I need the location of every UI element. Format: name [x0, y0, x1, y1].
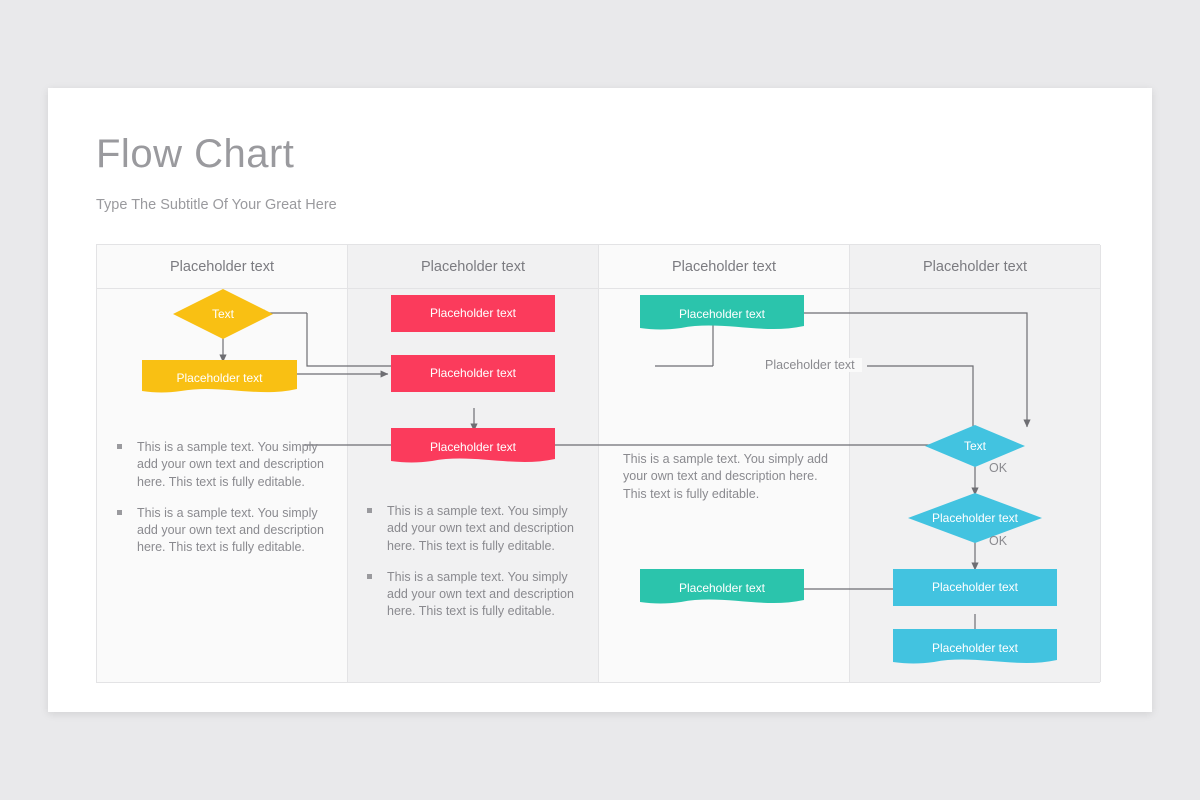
process-red-1[interactable]: Placeholder text — [391, 295, 555, 332]
decision-start[interactable]: Text — [173, 289, 273, 339]
bullet-text: This is a sample text. You simply add yo… — [137, 505, 324, 555]
column-2-bullets: This is a sample text. You simply add yo… — [365, 503, 581, 621]
bullet-square-icon — [117, 444, 122, 449]
process-blue-1-label: Placeholder text — [931, 580, 1019, 595]
list-item: This is a sample text. You simply add yo… — [365, 569, 581, 621]
page-title: Flow Chart — [96, 132, 295, 176]
process-blue-1[interactable]: Placeholder text — [893, 569, 1057, 606]
process-red-2[interactable]: Placeholder text — [391, 355, 555, 392]
process-teal-top-label: Placeholder text — [678, 306, 766, 321]
list-item: This is a sample text. You simply add yo… — [115, 439, 331, 491]
column-header-4: Placeholder text — [850, 245, 1100, 289]
column-header-2: Placeholder text — [348, 245, 598, 289]
decision-blue-2-label: Placeholder text — [931, 510, 1019, 525]
process-teal-bottom[interactable]: Placeholder text — [640, 569, 804, 607]
bullet-text: This is a sample text. You simply add yo… — [387, 569, 574, 619]
bullet-square-icon — [367, 573, 372, 579]
flow-chart-table: Placeholder text Placeholder text Placeh… — [96, 244, 1101, 683]
process-yellow[interactable]: Placeholder text — [142, 360, 297, 396]
process-teal-bottom-label: Placeholder text — [678, 580, 766, 595]
bullet-square-icon — [367, 508, 372, 513]
paragraph-text: This is a sample text. You simply add yo… — [623, 452, 828, 501]
bullet-square-icon — [117, 509, 122, 515]
diamond-shape — [173, 289, 273, 339]
process-red-3-label: Placeholder text — [429, 439, 517, 454]
diamond-shape — [908, 493, 1042, 543]
decision-start-label: Text — [211, 306, 234, 321]
process-red-1-label: Placeholder text — [429, 306, 517, 321]
column-header-1: Placeholder text — [97, 245, 347, 289]
page-subtitle: Type The Subtitle Of Your Great Here — [96, 197, 337, 213]
wave-rect-shape — [893, 629, 1057, 664]
column-header-3: Placeholder text — [599, 245, 849, 289]
decision-blue-2[interactable]: Placeholder text — [908, 493, 1042, 543]
decision-blue-1-label: Text — [963, 438, 986, 453]
list-item: This is a sample text. You simply add yo… — [115, 505, 331, 557]
wave-rect-shape — [640, 569, 804, 604]
wave-rect-shape — [142, 360, 297, 393]
process-teal-top[interactable]: Placeholder text — [640, 295, 804, 333]
bullet-text: This is a sample text. You simply add yo… — [137, 440, 324, 489]
diamond-shape — [925, 425, 1025, 467]
column-1-bullets: This is a sample text. You simply add yo… — [115, 439, 331, 557]
connector-label-ok-2: OK — [989, 534, 1008, 548]
decision-blue-1[interactable]: Text — [925, 425, 1025, 467]
process-blue-2-label: Placeholder text — [931, 640, 1019, 655]
process-red-2-label: Placeholder text — [429, 366, 517, 381]
list-item: This is a sample text. You simply add yo… — [365, 503, 581, 555]
bullet-text: This is a sample text. You simply add yo… — [387, 504, 574, 553]
connector-label-middle: Placeholder text — [758, 358, 862, 372]
connector-label-ok-1: OK — [989, 461, 1008, 475]
process-yellow-label: Placeholder text — [176, 370, 263, 385]
process-blue-2[interactable]: Placeholder text — [893, 629, 1057, 667]
slide-card: Flow Chart Type The Subtitle Of Your Gre… — [48, 88, 1152, 712]
process-red-3[interactable]: Placeholder text — [391, 428, 555, 466]
column-3-paragraph: This is a sample text. You simply add yo… — [623, 451, 837, 503]
